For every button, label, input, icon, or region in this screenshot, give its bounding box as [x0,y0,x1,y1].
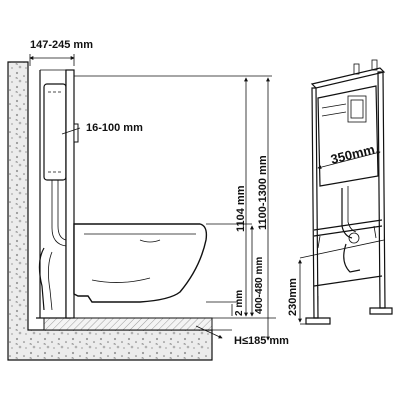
frame-perspective: 350mm 230mm [287,59,393,325]
label-frame-offset: 16-100 mm [86,122,143,134]
section-drawing: 147-245 mm 16-100 mm 1104 mm 1100-1300 m… [7,39,289,361]
label-gap: 2 mm [234,290,245,316]
flush-plate [73,123,79,143]
concrete-wall [7,61,213,361]
frame-section [36,69,70,319]
label-frame-bottom: 230mm [287,278,299,316]
label-height-range: 1100-1300 mm [257,155,269,230]
toilet-bowl [73,223,208,303]
label-frame-width: 350mm [329,142,376,167]
label-floor-height: H≤185 mm [234,335,289,347]
floor-screed [43,317,213,331]
label-height-1104: 1104 mm [235,185,247,232]
label-bowl-height: 400-480 mm [254,257,265,314]
label-top-width: 147-245 mm [30,39,93,51]
wall-board [65,69,75,319]
